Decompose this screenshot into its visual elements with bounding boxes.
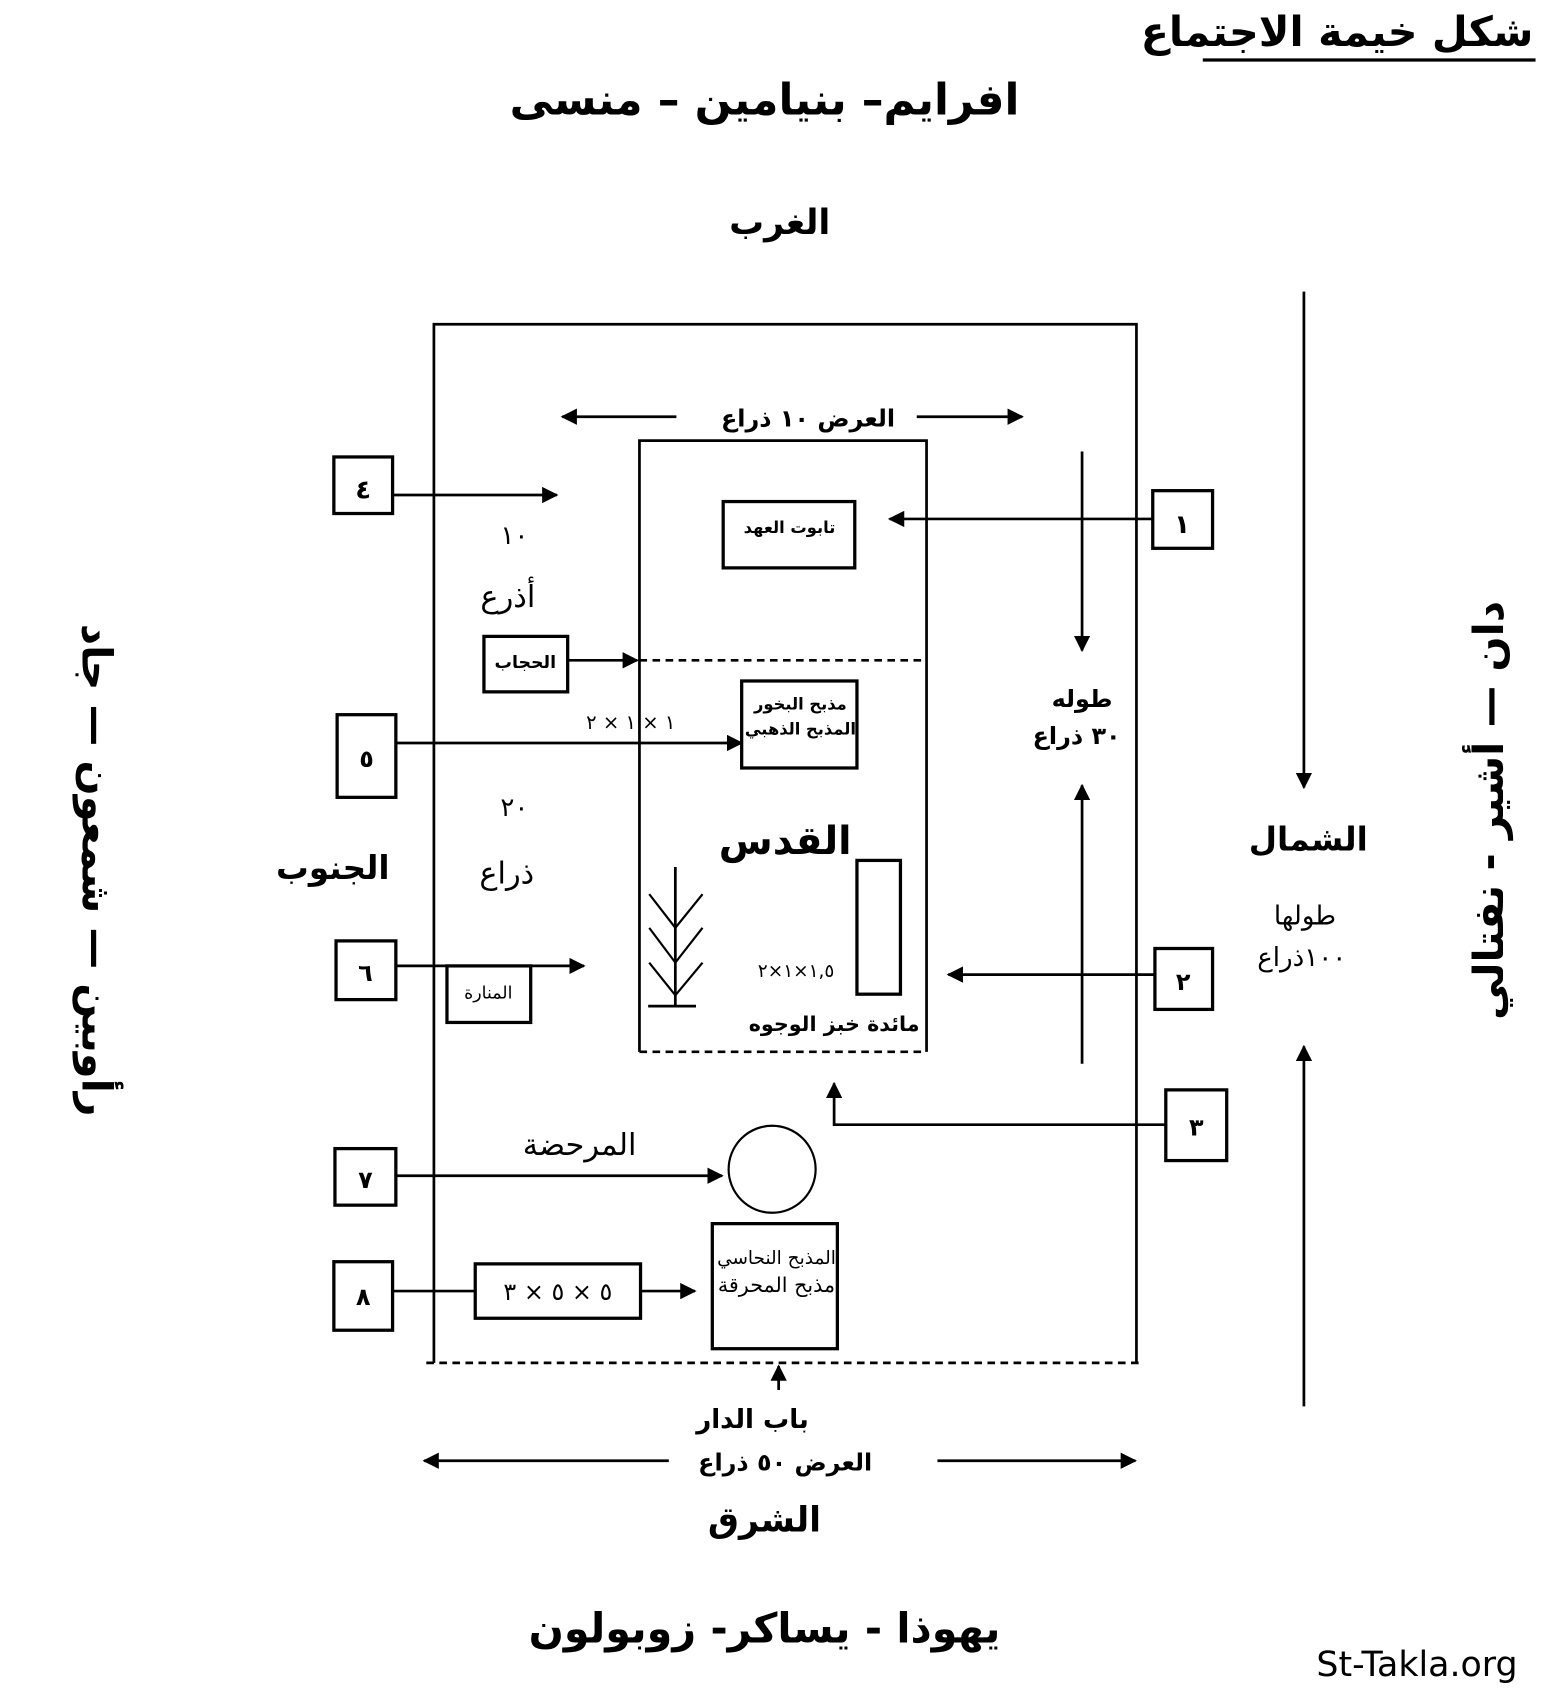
page-title: شكل خيمة الاجتماع: [1141, 8, 1534, 56]
south-tribes: رأوبين — شمعون — جاد: [72, 624, 124, 1117]
number-box-8: [332, 1260, 395, 1332]
incense-altar-dims: ١ × ١ × ٢: [586, 711, 675, 734]
holy-place-length-value: ٣٠ ذراع: [1033, 722, 1121, 750]
number-box-4: [332, 455, 395, 516]
bronze-altar-dims-box: [473, 1262, 643, 1320]
number-2: ٢: [1176, 968, 1191, 996]
number-8: ٨: [356, 1283, 371, 1311]
number-7: ٧: [358, 1166, 373, 1194]
west-label: الغرب: [729, 203, 830, 243]
holiest-dim-number: ١٠: [500, 521, 528, 551]
north-tribes: دان — أشير - نفتالي: [1462, 601, 1514, 1020]
number-5: ٥: [359, 745, 374, 773]
burnt-offering-altar-label: مذبح المحرقة: [718, 1273, 835, 1297]
number-box-5: [335, 713, 398, 799]
bronze-altar-box: [710, 1222, 840, 1351]
court-length-value: ١٠٠ذراع: [1257, 943, 1346, 973]
incense-altar-box: [740, 679, 859, 770]
laver-label: المرحضة: [523, 1128, 637, 1163]
holy-dim-unit: ذراع: [479, 856, 534, 891]
holy-place-label: القدس: [719, 819, 852, 864]
east-tribes: يهوذا - يساكر- زوبولون: [529, 1604, 1001, 1653]
lampstand-label: المنارة: [464, 984, 512, 1004]
number-1: ١: [1174, 510, 1190, 540]
number-box-6: [334, 939, 398, 1002]
table-dims: ١,٥×١×٢: [758, 961, 835, 982]
arrow-3: [825, 1081, 1166, 1127]
laver-circle: [727, 1124, 817, 1214]
bronze-altar-label: المذبح النحاسي: [717, 1248, 836, 1269]
west-tribes: افرايم– بنيامين – منسى: [510, 75, 1020, 125]
number-3: ٣: [1189, 1114, 1204, 1142]
court-width-label: العرض ٥٠ ذراع: [698, 1449, 872, 1477]
tabernacle-outline: [638, 439, 928, 1052]
number-box-1: [1151, 489, 1215, 550]
veil-label: الحجاب: [494, 653, 556, 673]
number-4: ٤: [355, 475, 371, 505]
south-label: الجنوب: [276, 849, 389, 887]
golden-altar-label: المذبح الذهبي: [745, 719, 856, 739]
table-shape: [855, 858, 903, 996]
holy-dim-number: ٢٠: [500, 793, 528, 823]
east-label: الشرق: [708, 1500, 821, 1540]
veil-box: [482, 634, 570, 694]
bronze-altar-dims: ٥ × ٥ × ٣: [503, 1278, 612, 1306]
number-6: ٦: [358, 959, 373, 987]
court-length-label: طولها: [1274, 902, 1336, 932]
lampstand-icon: [648, 866, 704, 1008]
ark-label: تابوت العهد: [744, 518, 836, 537]
table-label: مائدة خبز الوجوه: [749, 1012, 920, 1036]
holy-place-width: العرض ١٠ ذراع: [721, 405, 895, 433]
holiest-dim-unit: أذرع: [480, 576, 535, 615]
court-outline: [432, 322, 1138, 1363]
number-box-2: [1153, 946, 1215, 1012]
lampstand-box: [445, 964, 533, 1025]
holy-place-length-label: طوله: [1052, 685, 1113, 713]
ark-box: [721, 499, 857, 570]
watermark: St-Takla.org: [1316, 1645, 1517, 1685]
north-label: الشمال: [1249, 821, 1368, 859]
number-box-7: [333, 1146, 398, 1207]
court-gate-label: باب الدار: [694, 1405, 809, 1435]
incense-altar-label: مذبح البخور: [753, 694, 847, 713]
